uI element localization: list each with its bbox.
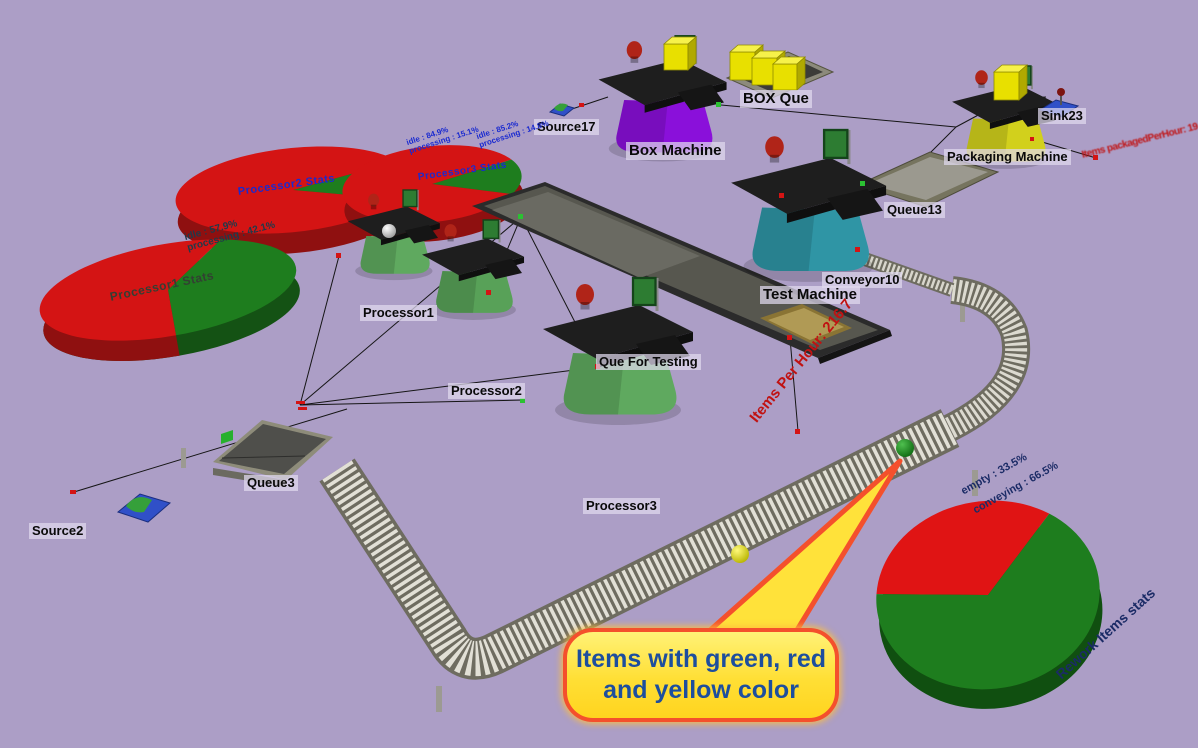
yellow-item-ball <box>731 545 749 563</box>
queue3-green-flag <box>221 430 233 444</box>
conveyor-leg <box>960 300 965 322</box>
conveyor-leg <box>436 686 442 712</box>
pie-processor1-stats[interactable] <box>32 222 308 378</box>
source17-object[interactable] <box>548 103 584 117</box>
conveyor-leg <box>181 448 186 468</box>
green-item-ball <box>896 439 914 457</box>
white-item-ball <box>382 224 396 238</box>
pie-rework-items-stats[interactable] <box>864 486 1115 723</box>
queue3-port-marker <box>296 401 305 404</box>
test-machine[interactable] <box>729 128 888 284</box>
processor3-machine[interactable] <box>541 276 695 427</box>
box-machine[interactable] <box>597 35 728 163</box>
callout-text-line2: and yellow color <box>603 676 799 704</box>
test-machine-belt[interactable] <box>472 182 892 364</box>
queue13-platform[interactable] <box>856 151 1000 208</box>
source2-object[interactable] <box>70 490 172 523</box>
callout-text-line1: Items with green, red <box>575 645 827 673</box>
queue3-port-marker <box>298 407 307 410</box>
conveyor-leg <box>972 470 978 496</box>
callout-bubble[interactable]: Items with green, red and yellow color <box>563 628 839 722</box>
yellow-boxes <box>662 36 1029 101</box>
